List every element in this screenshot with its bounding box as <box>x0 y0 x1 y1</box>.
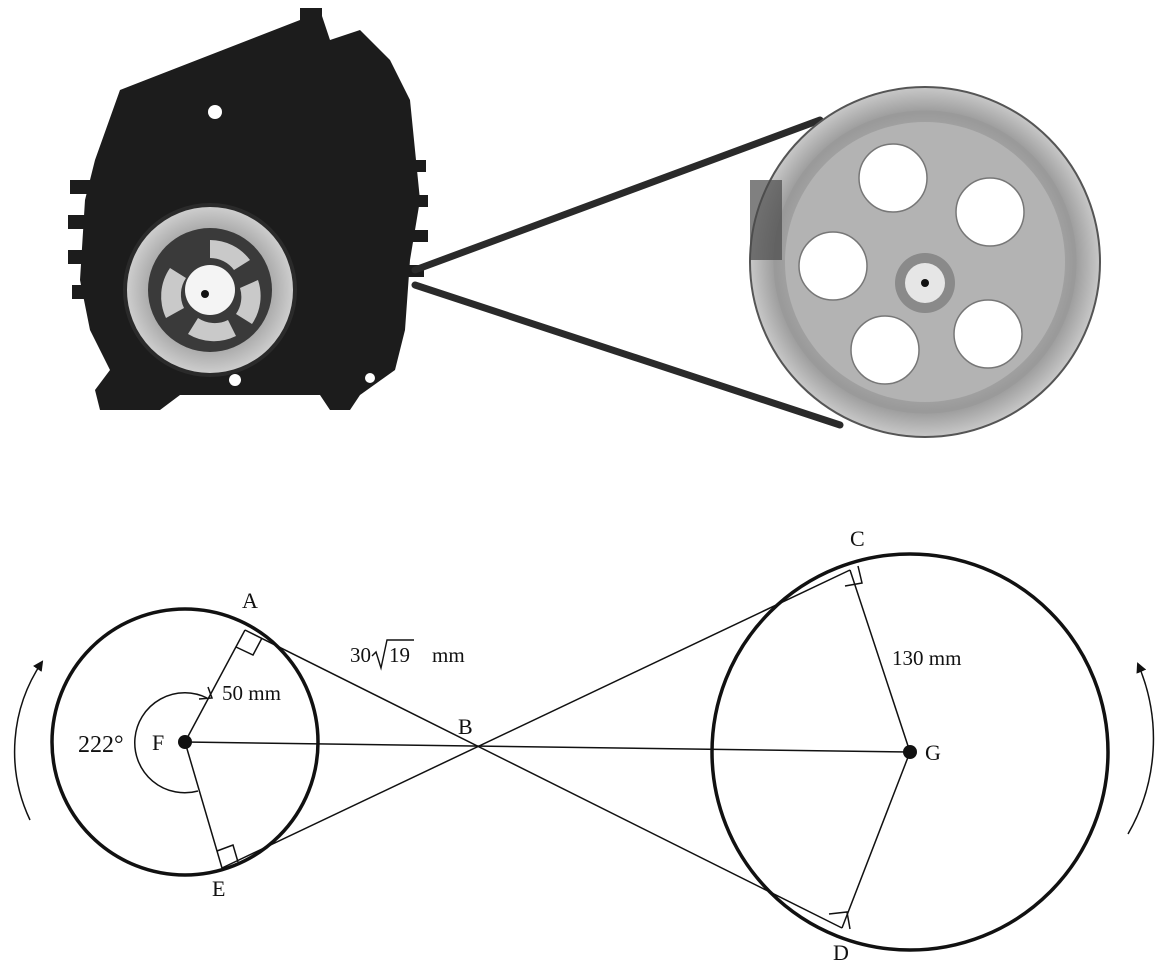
right-angle-d <box>828 911 851 930</box>
small-circle <box>50 607 320 877</box>
large-pulley-photo <box>749 86 1101 438</box>
label-g: G <box>925 740 941 765</box>
tangent-ec <box>221 569 851 869</box>
reflex-angle-arc <box>134 692 208 794</box>
small-pulley-photo <box>123 203 297 377</box>
motor-illustration <box>68 8 428 410</box>
radius-gd <box>841 751 911 929</box>
photo-belts <box>411 116 844 429</box>
geometry-diagram <box>13 552 1155 952</box>
right-angle-c <box>844 565 863 587</box>
radical-sign <box>371 639 414 671</box>
tangent-length-label: 30 19 mm <box>350 639 465 671</box>
center-line-fg <box>184 741 911 753</box>
label-b: B <box>458 714 473 739</box>
motor-bolt-hole <box>208 105 222 119</box>
tangent-unit: mm <box>432 643 465 667</box>
radius-gc <box>849 569 911 753</box>
rotation-arrow-right <box>1127 662 1155 835</box>
large-circle <box>710 552 1110 952</box>
motor-tab <box>300 8 322 58</box>
center-f-dot <box>178 735 192 749</box>
label-d: D <box>833 940 849 964</box>
radius-fa <box>184 629 246 743</box>
right-angle-a <box>235 637 263 656</box>
label-e: E <box>212 876 225 901</box>
reflex-angle-arrow <box>198 686 214 700</box>
reflex-angle-label: 222° <box>78 732 124 758</box>
rotation-arrow-left <box>13 660 44 821</box>
right-angle-e <box>216 844 239 863</box>
radius-fe <box>184 741 223 869</box>
tangent-ad <box>244 629 843 929</box>
label-c: C <box>850 526 865 551</box>
tangent-coefficient: 30 <box>350 643 371 667</box>
large-radius-label: 130 mm <box>892 646 961 670</box>
label-f: F <box>152 730 164 755</box>
label-a: A <box>242 588 258 613</box>
small-radius-label: 50 mm <box>222 681 281 705</box>
center-g-dot <box>903 745 917 759</box>
tangent-radicand: 19 <box>389 643 410 667</box>
